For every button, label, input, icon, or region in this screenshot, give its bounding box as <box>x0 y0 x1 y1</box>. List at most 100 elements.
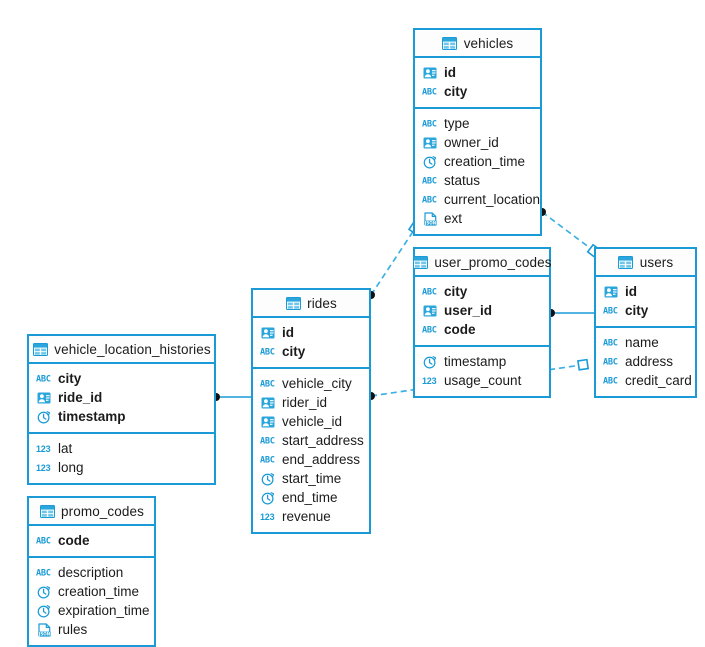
column-city[interactable]: ABC city <box>415 82 540 101</box>
column-vehicle_city[interactable]: ABC vehicle_city <box>253 374 369 393</box>
column-usage_count[interactable]: 123 usage_count <box>415 371 549 390</box>
key-id-badge-icon <box>422 303 438 318</box>
clock-timestamp-icon <box>422 154 438 169</box>
column-label: credit_card <box>625 372 692 388</box>
column-start_time[interactable]: start_time <box>253 469 369 488</box>
abc-string-icon: ABC <box>603 354 619 369</box>
table-user_promo_codes[interactable]: user_promo_codes ABC city user_id ABC co… <box>412 247 551 398</box>
column-credit_card[interactable]: ABC credit_card <box>596 371 695 390</box>
abc-string-icon: ABC <box>260 344 276 359</box>
column-current_location[interactable]: ABC current_location <box>415 190 540 209</box>
column-id[interactable]: id <box>253 323 369 342</box>
column-rules[interactable]: JSON rules <box>29 620 154 639</box>
column-label: user_id <box>444 302 493 318</box>
column-label: timestamp <box>58 408 126 424</box>
column-timestamp[interactable]: timestamp <box>29 407 214 426</box>
table-vehicles[interactable]: vehicles id ABC city ABC type owner_id c… <box>413 28 542 236</box>
column-label: ext <box>444 210 463 226</box>
table-title: rides <box>307 295 337 311</box>
relationship-user_promo_codes-to-users[interactable] <box>547 309 594 317</box>
abc-string-icon: ABC <box>260 452 276 467</box>
column-id[interactable]: id <box>415 63 540 82</box>
table-grid-icon <box>285 296 301 311</box>
edge-square-marker <box>577 358 590 371</box>
table-header-promo_codes[interactable]: promo_codes <box>29 498 154 526</box>
column-code[interactable]: ABC code <box>29 531 154 550</box>
abc-string-icon: ABC <box>36 371 52 386</box>
abc-string-icon: ABC <box>422 322 438 337</box>
column-label: owner_id <box>444 134 499 150</box>
column-vehicle_id[interactable]: vehicle_id <box>253 412 369 431</box>
123-number-icon: 123 <box>422 373 438 388</box>
column-lat[interactable]: 123 lat <box>29 439 214 458</box>
primary-key-section: ABC city ride_id timestamp <box>29 364 214 432</box>
primary-key-section: id ABC city <box>596 277 695 326</box>
svg-text:ABC: ABC <box>260 380 275 388</box>
column-end_address[interactable]: ABC end_address <box>253 450 369 469</box>
column-creation_time[interactable]: creation_time <box>415 152 540 171</box>
column-type[interactable]: ABC type <box>415 114 540 133</box>
column-label: address <box>625 353 674 369</box>
column-user_id[interactable]: user_id <box>415 301 549 320</box>
column-rider_id[interactable]: rider_id <box>253 393 369 412</box>
column-description[interactable]: ABC description <box>29 563 154 582</box>
svg-text:123: 123 <box>260 512 275 521</box>
svg-text:ABC: ABC <box>603 339 618 347</box>
primary-key-section: ABC city user_id ABC code <box>415 277 549 345</box>
table-rides[interactable]: rides id ABC city ABC vehicle_city rider… <box>251 288 371 534</box>
column-label: city <box>625 302 649 318</box>
column-label: rules <box>58 621 88 637</box>
column-label: type <box>444 115 470 131</box>
clock-timestamp-icon <box>260 471 276 486</box>
column-name[interactable]: ABC name <box>596 333 695 352</box>
column-label: usage_count <box>444 372 522 388</box>
table-grid-icon <box>618 255 634 270</box>
column-label: description <box>58 564 124 580</box>
table-title: users <box>639 254 674 270</box>
column-city[interactable]: ABC city <box>29 369 214 388</box>
svg-text:ABC: ABC <box>36 537 51 545</box>
key-id-badge-icon <box>36 390 52 405</box>
column-ext[interactable]: JSON ext <box>415 209 540 228</box>
column-long[interactable]: 123 long <box>29 458 214 477</box>
123-number-icon: 123 <box>260 509 276 524</box>
columns-section: ABC type owner_id creation_time ABC stat… <box>415 107 540 234</box>
column-id[interactable]: id <box>596 282 695 301</box>
table-vehicle_location_histories[interactable]: vehicle_location_histories ABC city ride… <box>27 334 216 485</box>
svg-text:ABC: ABC <box>260 437 275 445</box>
json-document-icon: JSON <box>422 211 438 226</box>
column-owner_id[interactable]: owner_id <box>415 133 540 152</box>
svg-text:JSON: JSON <box>38 631 51 636</box>
columns-section: timestamp 123 usage_count <box>415 345 549 396</box>
column-address[interactable]: ABC address <box>596 352 695 371</box>
column-start_address[interactable]: ABC start_address <box>253 431 369 450</box>
column-city[interactable]: ABC city <box>253 342 369 361</box>
table-header-rides[interactable]: rides <box>253 290 369 318</box>
svg-text:123: 123 <box>36 463 51 472</box>
table-users[interactable]: users id ABC city ABC name ABC address A… <box>594 247 697 398</box>
column-expiration_time[interactable]: expiration_time <box>29 601 154 620</box>
column-label: creation_time <box>58 583 140 599</box>
column-label: start_address <box>282 432 364 448</box>
column-revenue[interactable]: 123 revenue <box>253 507 369 526</box>
column-creation_time[interactable]: creation_time <box>29 582 154 601</box>
svg-text:ABC: ABC <box>422 288 437 296</box>
column-end_time[interactable]: end_time <box>253 488 369 507</box>
table-title: vehicles <box>463 35 514 51</box>
column-city[interactable]: ABC city <box>415 282 549 301</box>
column-city[interactable]: ABC city <box>596 301 695 320</box>
table-promo_codes[interactable]: promo_codes ABC code ABC description cre… <box>27 496 156 647</box>
column-code[interactable]: ABC code <box>415 320 549 339</box>
column-timestamp[interactable]: timestamp <box>415 352 549 371</box>
table-header-users[interactable]: users <box>596 249 695 277</box>
column-status[interactable]: ABC status <box>415 171 540 190</box>
key-id-badge-icon <box>422 135 438 150</box>
column-label: creation_time <box>444 153 526 169</box>
column-label: rider_id <box>282 394 328 410</box>
table-header-user_promo_codes[interactable]: user_promo_codes <box>412 249 551 277</box>
relationship-vlh-to-rides[interactable] <box>212 393 251 401</box>
table-header-vehicle_location_histories[interactable]: vehicle_location_histories <box>29 336 214 364</box>
column-ride_id[interactable]: ride_id <box>29 388 214 407</box>
svg-text:ABC: ABC <box>36 375 51 383</box>
table-header-vehicles[interactable]: vehicles <box>415 30 540 58</box>
